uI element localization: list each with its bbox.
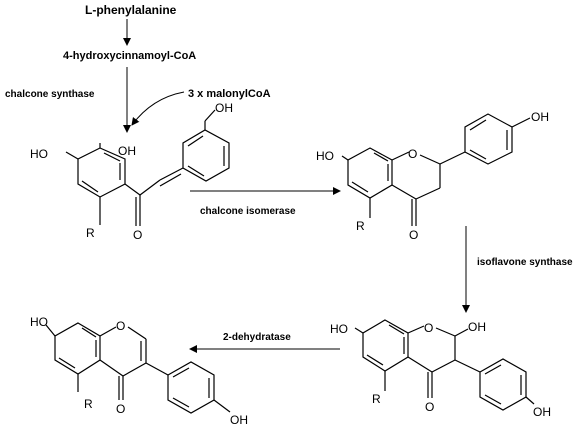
intermediate-label: 4-hydroxycinnamoyl-CoA <box>63 50 196 62</box>
flavanone-ring-o: O <box>408 147 417 161</box>
chalcone-carbonyl-o: O <box>133 228 142 242</box>
hydroxyisoflavanone-structure <box>354 319 535 411</box>
flavanone-r: R <box>356 219 365 233</box>
chalcone-isomerase-label: chalcone isomerase <box>200 206 296 217</box>
isoflavone-ho: HO <box>30 315 48 329</box>
malonyl-coa-label: 3 x malonylCoA <box>188 88 271 100</box>
hydroxyisoflavanone-r: R <box>372 392 381 406</box>
malonyl-curved-arrow <box>131 91 185 126</box>
chalcone-oh-top: OH <box>215 101 233 115</box>
isoflavone-carbonyl-o: O <box>116 402 125 416</box>
chalcone-synthase-label: chalcone synthase <box>5 89 95 100</box>
flavanone-structure <box>341 113 531 226</box>
hydroxyisoflavanone-carbonyl-o: O <box>425 400 434 414</box>
hydroxyisoflavanone-oh-2: OH <box>468 320 486 334</box>
chalcone-r: R <box>86 226 95 240</box>
dehydratase-label: 2-dehydratase <box>223 332 291 343</box>
isoflavone-ring-o: O <box>116 319 125 333</box>
hydroxyisoflavanone-ring-o: O <box>424 321 433 335</box>
flavanone-ho: HO <box>316 149 334 163</box>
start-compound-label: L-phenylalanine <box>85 3 177 17</box>
hydroxyisoflavanone-ho: HO <box>330 322 348 336</box>
flavanone-carbonyl-o: O <box>409 228 418 242</box>
isoflavone-structure <box>45 322 231 414</box>
hydroxyisoflavanone-oh-4prime: OH <box>533 405 551 419</box>
isoflavone-oh: OH <box>230 413 248 427</box>
chalcone-oh-right: OH <box>118 144 136 158</box>
isoflavone-synthase-label: isoflavone synthase <box>477 257 573 268</box>
flavanone-oh: OH <box>531 110 549 124</box>
chalcone-ho-left: HO <box>30 147 48 161</box>
isoflavone-r: R <box>84 397 93 411</box>
chalcone-structure <box>65 109 230 226</box>
